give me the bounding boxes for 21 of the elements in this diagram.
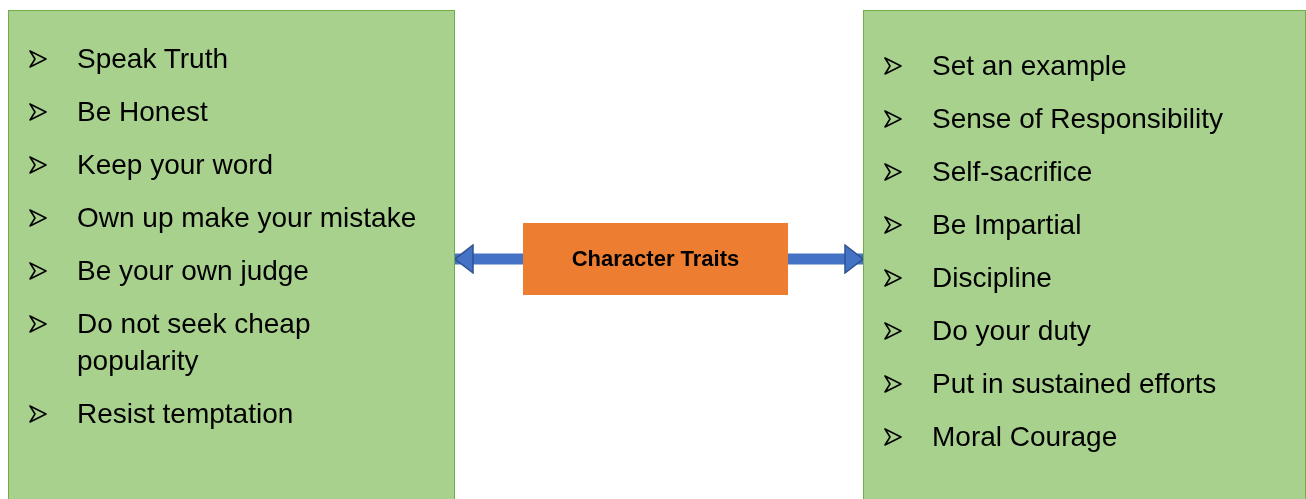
list-panel (8, 10, 455, 499)
block-arrow (788, 244, 864, 274)
list-item-text: Own up make your mistake (77, 201, 417, 235)
list-item-text: Moral Courage (932, 420, 1118, 454)
list-item-text: Self-sacrifice (932, 155, 1093, 189)
list-item-text: Be Honest (77, 95, 208, 129)
list-item-text: Do your duty (932, 314, 1091, 348)
list-item-text: Set an example (932, 49, 1127, 83)
title-text: Character Traits (571, 246, 740, 272)
list-item-text: Resist temptation (77, 397, 294, 431)
title-box (523, 223, 788, 295)
list-item-text: Be Impartial (932, 208, 1082, 242)
block-arrow (454, 244, 523, 274)
list-item-text: Be your own judge (77, 254, 309, 288)
list-item-text: Keep your word (77, 148, 274, 182)
list-item-text: Put in sustained efforts (932, 367, 1217, 401)
list-item-text: Do not seek cheap popularity (77, 307, 312, 378)
list-item-text: Discipline (932, 261, 1052, 295)
list-panel (863, 10, 1306, 499)
list-item-text: Speak Truth (77, 42, 228, 76)
list-item-text: Sense of Responsibility (932, 102, 1224, 136)
